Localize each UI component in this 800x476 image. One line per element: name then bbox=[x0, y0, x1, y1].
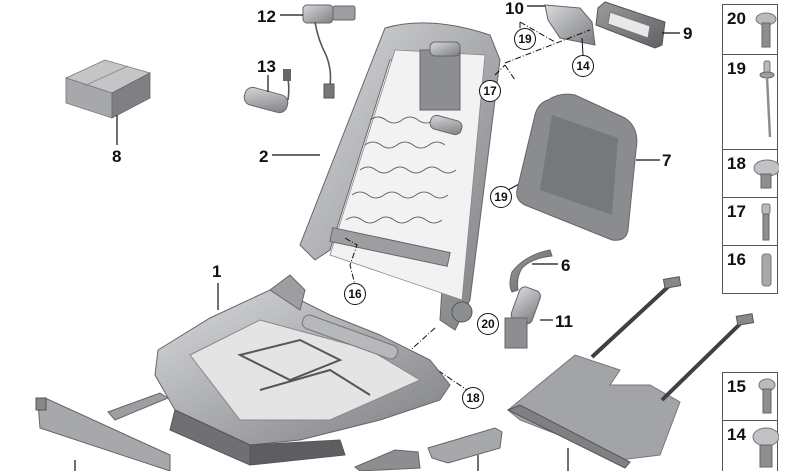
fastener-cell-14: 14 bbox=[723, 421, 779, 472]
socket-cap-screw-icon bbox=[761, 203, 771, 241]
fastener-legend-panel-top: 20 19 18 17 bbox=[722, 4, 779, 294]
callout-6: 6 bbox=[561, 256, 571, 275]
circled-callout-18: 18 bbox=[462, 387, 484, 409]
fastener-number: 19 bbox=[727, 59, 746, 78]
callout-13: 13 bbox=[257, 57, 276, 76]
fastener-cell-16: 16 bbox=[723, 246, 777, 293]
torx-screw-icon bbox=[758, 378, 776, 414]
torx-screw-icon bbox=[753, 159, 779, 189]
callout-2: 2 bbox=[259, 147, 269, 166]
callout-9: 9 bbox=[683, 24, 693, 43]
underseat-plate bbox=[506, 276, 755, 471]
pan-head-screw-icon bbox=[755, 12, 777, 48]
circled-callout-19-panel: 19 bbox=[490, 186, 512, 208]
circled-callout-14: 14 bbox=[572, 55, 594, 77]
part-13-motor bbox=[243, 69, 291, 114]
fastener-number: 14 bbox=[727, 425, 746, 444]
fastener-number: 17 bbox=[727, 202, 746, 221]
part-2-backrest-frame bbox=[272, 22, 501, 331]
part-6-trim bbox=[509, 249, 558, 293]
fastener-cell-19: 19 bbox=[723, 55, 777, 150]
dashed-leaders bbox=[344, 21, 591, 393]
part-10-bracket bbox=[527, 4, 596, 46]
part-1-seat-frame bbox=[154, 274, 451, 466]
circled-callout-20: 20 bbox=[477, 313, 499, 335]
rail-cover-small bbox=[354, 427, 503, 472]
part-8-box bbox=[64, 59, 152, 145]
fastener-cell-17: 17 bbox=[723, 198, 777, 246]
circled-callout-17: 17 bbox=[479, 80, 501, 102]
callout-10: 10 bbox=[505, 0, 524, 18]
fastener-number: 20 bbox=[727, 9, 746, 28]
callout-11: 11 bbox=[555, 312, 573, 331]
callout-1: 1 bbox=[212, 262, 222, 281]
fastener-cell-18: 18 bbox=[723, 150, 779, 198]
callout-8: 8 bbox=[112, 147, 122, 166]
torx-screw-wide-head-icon bbox=[752, 427, 779, 468]
threaded-sleeve-icon bbox=[761, 253, 772, 287]
callout-12: 12 bbox=[257, 7, 276, 26]
circled-callout-19-bracket: 19 bbox=[514, 28, 536, 50]
part-9-frame bbox=[595, 1, 680, 49]
rail-cover-left bbox=[35, 397, 171, 472]
rail-arm bbox=[107, 392, 170, 421]
fastener-cell-20: 20 bbox=[723, 5, 777, 55]
blind-rivet-icon bbox=[759, 60, 775, 138]
fastener-cell-15: 15 bbox=[723, 373, 777, 421]
fastener-number: 18 bbox=[727, 154, 746, 173]
part-7-backrest-panel bbox=[516, 93, 660, 241]
circled-callout-16: 16 bbox=[344, 283, 366, 305]
fastener-number: 15 bbox=[727, 377, 746, 396]
fastener-number: 16 bbox=[727, 250, 746, 269]
part-11-actuator bbox=[504, 286, 553, 349]
fastener-legend-panel-bottom: 15 14 bbox=[722, 372, 779, 472]
part-12-motor bbox=[280, 4, 356, 99]
callout-7: 7 bbox=[662, 151, 672, 170]
